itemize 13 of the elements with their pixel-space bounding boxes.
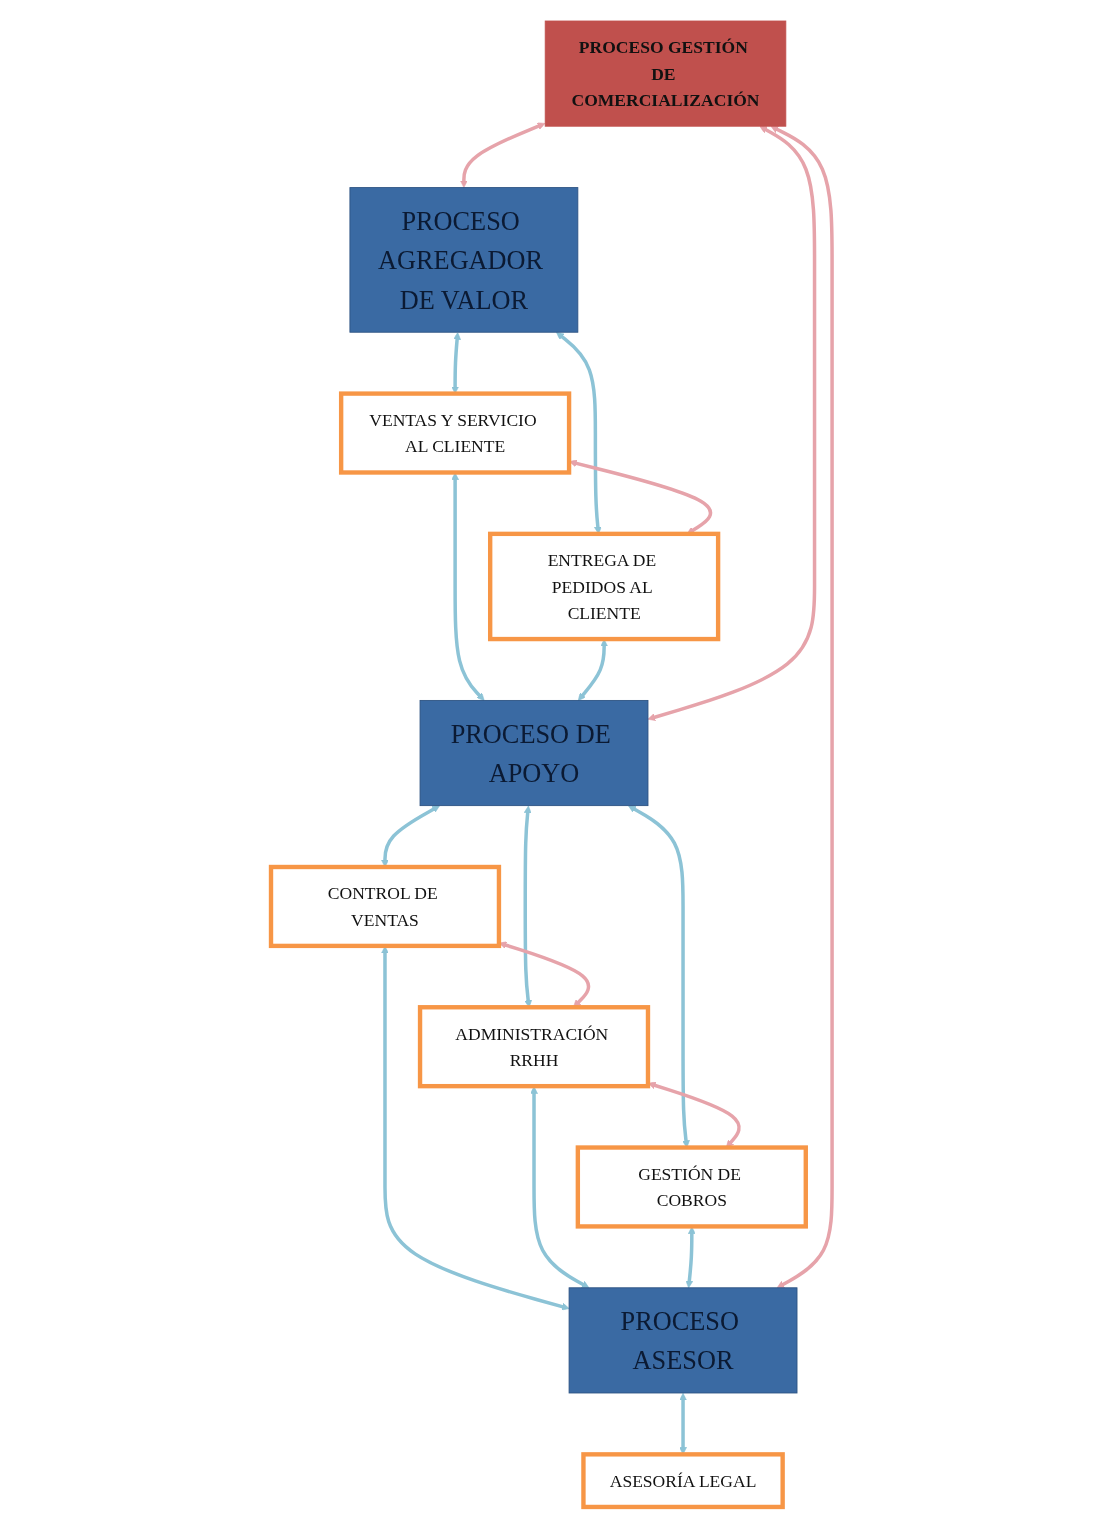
arrow xyxy=(460,122,546,188)
node-box: CONTROL DE VENTAS xyxy=(268,864,502,949)
node-box: PROCESO DE APOYO xyxy=(419,700,649,807)
node-box: ADMINISTRACIÓN RRHH xyxy=(417,1005,651,1089)
node-box: ASESORÍA LEGAL xyxy=(581,1452,785,1510)
node-box: GESTIÓN DE COBROS xyxy=(575,1145,808,1229)
node-box: PROCESO AGREGADOR DE VALOR xyxy=(349,187,579,333)
arrow xyxy=(647,126,817,721)
node-box: ENTREGA DE PEDIDOS AL CLIENTE xyxy=(487,531,721,642)
node-box: PROCESO ASESOR xyxy=(568,1287,798,1394)
arrow xyxy=(770,126,834,1289)
node-box: PROCESO GESTIÓN DE COMERCIALIZACIÓN xyxy=(544,20,787,127)
node-box: VENTAS Y SERVICIO AL CLIENTE xyxy=(338,391,572,475)
